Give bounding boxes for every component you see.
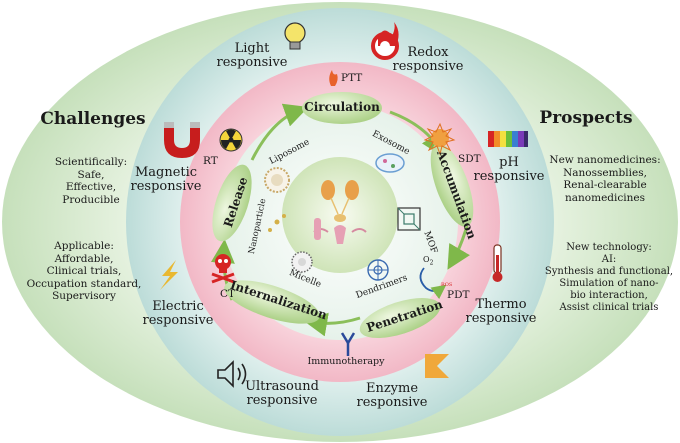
ph-responsive-label: pH responsive (474, 156, 545, 183)
ptt-label: PTT (341, 72, 363, 84)
magnetic-responsive-line: Magnetic (134, 165, 198, 180)
thermometer-icon (492, 244, 503, 282)
sdt-burst-icon (423, 122, 456, 156)
challenges-applicable-line: Clinical trials, (46, 265, 122, 278)
electric-responsive-line: Electric (152, 299, 204, 314)
exosome-icon (375, 153, 405, 173)
antibody-icon (340, 332, 356, 356)
o2-text: O (423, 255, 430, 264)
enzyme-responsive-label: Enzyme responsive (357, 382, 428, 409)
sdt-label: SDT (458, 153, 481, 165)
ultrasound-responsive-line: responsive (246, 392, 318, 408)
prospects-technology-line: Assist clinical trials (559, 302, 659, 313)
thermo-responsive-label: Thermo responsive (466, 298, 537, 325)
magnetic-responsive-label: Magnetic responsive (131, 166, 202, 193)
magnetic-responsive-line: responsive (130, 178, 202, 194)
magnet-icon (164, 122, 200, 158)
ultrasound-speaker-icon (217, 360, 247, 388)
challenges-scientific-line: Producible (62, 193, 120, 206)
challenges-scientific-line: Scientifically: (54, 156, 128, 168)
electric-responsive-line: responsive (142, 312, 214, 328)
arrow-release-circulation (250, 103, 309, 161)
ros-label: ROS (441, 282, 453, 288)
step-accumulation-shape (430, 143, 474, 227)
light-bulb-icon (284, 22, 306, 50)
reproductive-organ-icon (313, 218, 367, 244)
arrow-penetration-internalization (303, 312, 361, 337)
light-responsive-line: Light (234, 41, 270, 56)
prospects-technology: New technology: AI: Synthesis and functi… (545, 242, 673, 314)
light-responsive-line: responsive (216, 54, 288, 70)
step-penetration-shape (359, 297, 441, 339)
prospects-title: Prospects (539, 108, 633, 128)
skull-crossbones-icon (211, 254, 235, 284)
prospects-technology-line: Synthesis and functional, (544, 266, 674, 277)
prospects-technology-line: AI: (601, 254, 617, 265)
thermo-responsive-line: Thermo (475, 297, 527, 312)
prospects-nanomedicines-line: Nanossemblies, (563, 166, 647, 179)
prospects-nanomedicines-line: nanomedicines (565, 191, 645, 204)
step-circulation-shape (302, 92, 382, 124)
ph-responsive-line: pH (499, 155, 519, 170)
prospects-technology-line: New technology: (566, 242, 652, 253)
pdt-oxygen-icon (419, 267, 447, 300)
prospects-technology-line: bio interaction, (570, 290, 648, 301)
electric-responsive-label: Electric responsive (143, 300, 214, 327)
o2-label: O2 (423, 255, 434, 267)
rt-label: RT (203, 155, 218, 167)
challenges-applicable-line: Applicable: (54, 240, 114, 252)
enzyme-responsive-line: responsive (356, 394, 428, 410)
mof-icon (397, 207, 421, 231)
step-internalization-shape (224, 280, 320, 324)
prospects-technology-line: Simulation of nano- (559, 278, 659, 289)
challenges-scientific: Scientifically: Safe, Effective, Produci… (55, 156, 127, 206)
redox-responsive-label: Redox responsive (393, 46, 464, 73)
pdt-label: PDT (447, 289, 470, 301)
thermo-responsive-line: responsive (465, 310, 537, 326)
ptt-flame-icon (329, 70, 338, 86)
challenges-scientific-line: Safe, (77, 168, 105, 181)
enzyme-responsive-line: Enzyme (365, 381, 419, 396)
redox-responsive-line: responsive (392, 58, 464, 74)
light-responsive-label: Light responsive (217, 42, 288, 69)
ultrasound-responsive-line: Ultrasound (245, 379, 319, 394)
redox-flame-icon (371, 22, 399, 60)
dendrimer-icon (367, 259, 389, 281)
ultrasound-responsive-label: Ultrasound responsive (245, 380, 319, 407)
ph-strip-icon (488, 131, 528, 147)
ct-label: CT (220, 288, 236, 300)
kidney-organ-icon (321, 180, 359, 222)
challenges-scientific-line: Effective, (65, 181, 117, 194)
challenges-applicable: Applicable: Affordable, Clinical trials,… (27, 240, 142, 303)
challenges-title: Challenges (40, 109, 146, 129)
prospects-nanomedicines: New nanomedicines: Nanossemblies, Renal-… (549, 154, 660, 204)
liposome-icon (264, 167, 290, 193)
lightning-icon (160, 260, 178, 290)
prospects-nanomedicines-line: Renal-clearable (563, 179, 647, 192)
enzyme-icon (425, 354, 449, 378)
challenges-applicable-line: Supervisory (52, 290, 116, 303)
redox-responsive-line: Redox (407, 45, 449, 60)
step-circulation: Circulation (304, 100, 380, 114)
radiation-icon (219, 128, 243, 152)
step-release-shape (212, 164, 252, 242)
micelle-icon (291, 251, 313, 273)
challenges-applicable-line: Occupation standard, (26, 277, 142, 290)
prospects-nanomedicines-line: New nanomedicines: (549, 154, 661, 166)
immunotherapy-label: Immunotherapy (307, 356, 385, 367)
nanoparticle-icon (268, 214, 286, 232)
o2-subscript: 2 (429, 259, 434, 267)
ph-responsive-line: responsive (473, 168, 545, 184)
challenges-applicable-line: Affordable, (54, 252, 114, 265)
